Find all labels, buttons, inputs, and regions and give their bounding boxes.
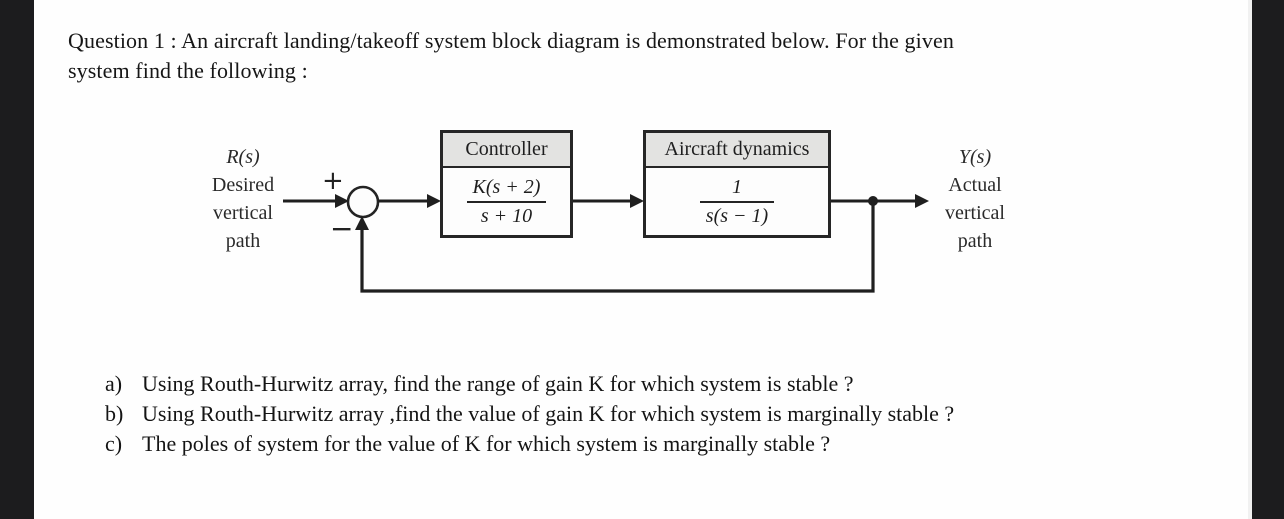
input-label-line1: Desired <box>211 174 275 196</box>
output-signal-symbol: Y(s) <box>958 146 992 168</box>
controller-numerator: K(s + 2) <box>472 175 541 198</box>
controller-arrowhead-icon <box>427 194 441 208</box>
summing-plus-sign: + <box>322 166 344 196</box>
input-label-line3: path <box>225 230 261 252</box>
subquestion-a-text: Using Routh-Hurwitz array, find the rang… <box>142 371 854 396</box>
output-label-line2: vertical <box>945 202 1005 224</box>
aircraft-fraction: 1 s(s − 1) <box>699 175 775 228</box>
input-signal-label: R(s) Desired vertical path <box>183 143 303 255</box>
question-heading: Question 1 : An aircraft landing/takeoff… <box>68 26 1128 86</box>
subquestion-c-text: The poles of system for the value of K f… <box>142 431 831 456</box>
input-arrowhead-icon <box>335 194 349 208</box>
controller-fraction: K(s + 2) s + 10 <box>466 175 547 228</box>
subquestion-b-text: Using Routh-Hurwitz array ,find the valu… <box>142 401 955 426</box>
output-arrowhead-icon <box>915 194 929 208</box>
controller-block-title: Controller <box>443 133 570 168</box>
aircraft-denominator: s(s − 1) <box>699 200 775 228</box>
aircraft-block-title: Aircraft dynamics <box>646 133 828 168</box>
output-label-line3: path <box>957 230 993 252</box>
controller-denominator: s + 10 <box>466 200 547 228</box>
subquestion-a: a) Using Routh-Hurwitz array, find the r… <box>105 369 1185 399</box>
feedback-arrowhead-icon <box>355 216 369 230</box>
aircraft-transfer-function: 1 s(s − 1) <box>646 168 828 235</box>
right-dark-border <box>1248 0 1284 519</box>
aircraft-arrowhead-icon <box>630 194 644 208</box>
question-heading-line1: Question 1 : An aircraft landing/takeoff… <box>68 28 954 53</box>
subquestion-a-label: a) <box>105 371 123 396</box>
subquestion-b: b) Using Routh-Hurwitz array ,find the v… <box>105 399 1185 429</box>
input-signal-symbol: R(s) <box>226 146 260 168</box>
summing-minus-sign: − <box>330 212 354 245</box>
subquestion-b-label: b) <box>105 401 124 426</box>
subquestion-c: c) The poles of system for the value of … <box>105 429 1185 459</box>
subquestion-list: a) Using Routh-Hurwitz array, find the r… <box>105 369 1185 459</box>
question-heading-line2: system find the following : <box>68 58 308 83</box>
output-signal-label: Y(s) Actual vertical path <box>915 143 1035 255</box>
controller-transfer-function: K(s + 2) s + 10 <box>443 168 570 235</box>
controller-block: Controller K(s + 2) s + 10 <box>440 130 573 238</box>
feedback-path-line <box>360 201 875 293</box>
input-label-line2: vertical <box>213 202 273 224</box>
subquestion-c-label: c) <box>105 431 123 456</box>
left-dark-border <box>0 0 34 519</box>
output-label-line1: Actual <box>948 174 1002 196</box>
aircraft-dynamics-block: Aircraft dynamics 1 s(s − 1) <box>643 130 831 238</box>
aircraft-numerator: 1 <box>731 175 742 198</box>
